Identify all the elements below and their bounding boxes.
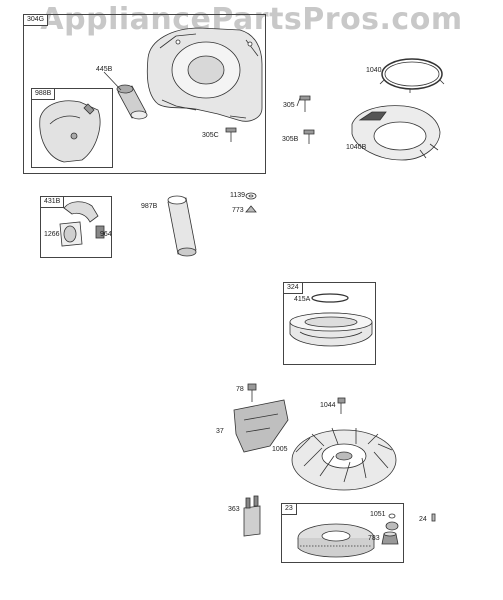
elbow-431B-drawing — [59, 201, 105, 247]
nut-783-drawing — [381, 531, 399, 545]
part-label-415A: 415A — [294, 296, 311, 303]
part-label-305B: 305B — [282, 136, 299, 143]
screw-305C-drawing — [225, 127, 237, 142]
flywheel-fan-1005-drawing — [291, 427, 397, 491]
part-label-78: 78 — [236, 386, 244, 393]
part-label-363: 363 — [228, 506, 240, 513]
bracket-363-drawing — [243, 495, 261, 537]
nut-773-drawing — [245, 205, 257, 213]
group-box-304G: 304G — [23, 14, 266, 174]
screw-78-drawing — [247, 383, 257, 402]
part-label-1040: 1040 — [366, 67, 382, 74]
part-label-305C: 305C — [202, 132, 219, 139]
shroud-1040B-drawing — [351, 105, 441, 161]
group-box-23: 23 — [281, 503, 404, 563]
group-label-23: 23 — [281, 503, 297, 515]
part-label-24: 24 — [419, 516, 427, 523]
bolt-1044-drawing — [337, 397, 346, 414]
screw-305-drawing — [296, 95, 311, 112]
group-label-431B: 431B — [40, 196, 65, 208]
part-label-1005: 1005 — [272, 446, 288, 453]
part-label-305: 305 — [283, 102, 295, 109]
part-label-783: 783 — [368, 535, 380, 542]
key-24-drawing — [431, 513, 436, 522]
group-box-988B: 988B — [31, 88, 113, 168]
group-box-431B: 431B — [40, 196, 112, 258]
part-label-964: 964 — [100, 231, 112, 238]
group-box-324: 324 — [283, 282, 376, 365]
blower-housing-drawing — [146, 27, 263, 122]
part-label-445B: 445B — [96, 66, 113, 73]
tube-445B-drawing — [103, 71, 148, 120]
part-label-1040B: 1040B — [346, 144, 367, 151]
vane-37-drawing — [233, 399, 289, 453]
part-label-37: 37 — [216, 428, 224, 435]
group-label-304G: 304G — [23, 14, 49, 26]
guard-988B-drawing — [39, 100, 101, 163]
part-label-773: 773 — [232, 207, 244, 214]
part-label-1266: 1266 — [44, 231, 60, 238]
tube-987B-drawing — [167, 195, 197, 257]
watermark: AppliancePartsPros.com — [40, 2, 463, 37]
washer-1139-drawing — [245, 192, 257, 200]
part-label-987B: 987B — [141, 203, 158, 210]
ring-1040-drawing — [379, 58, 445, 93]
group-label-988B: 988B — [31, 88, 56, 100]
group-label-324: 324 — [283, 282, 303, 294]
part-label-1051: 1051 — [370, 511, 386, 518]
flywheel-23-drawing — [297, 523, 375, 558]
part-label-1044: 1044 — [320, 402, 336, 409]
washer-1051-drawing — [385, 513, 399, 531]
screw-305B-drawing — [303, 129, 315, 144]
screen-324-drawing — [289, 293, 373, 347]
part-label-1139: 1139 — [230, 192, 246, 199]
